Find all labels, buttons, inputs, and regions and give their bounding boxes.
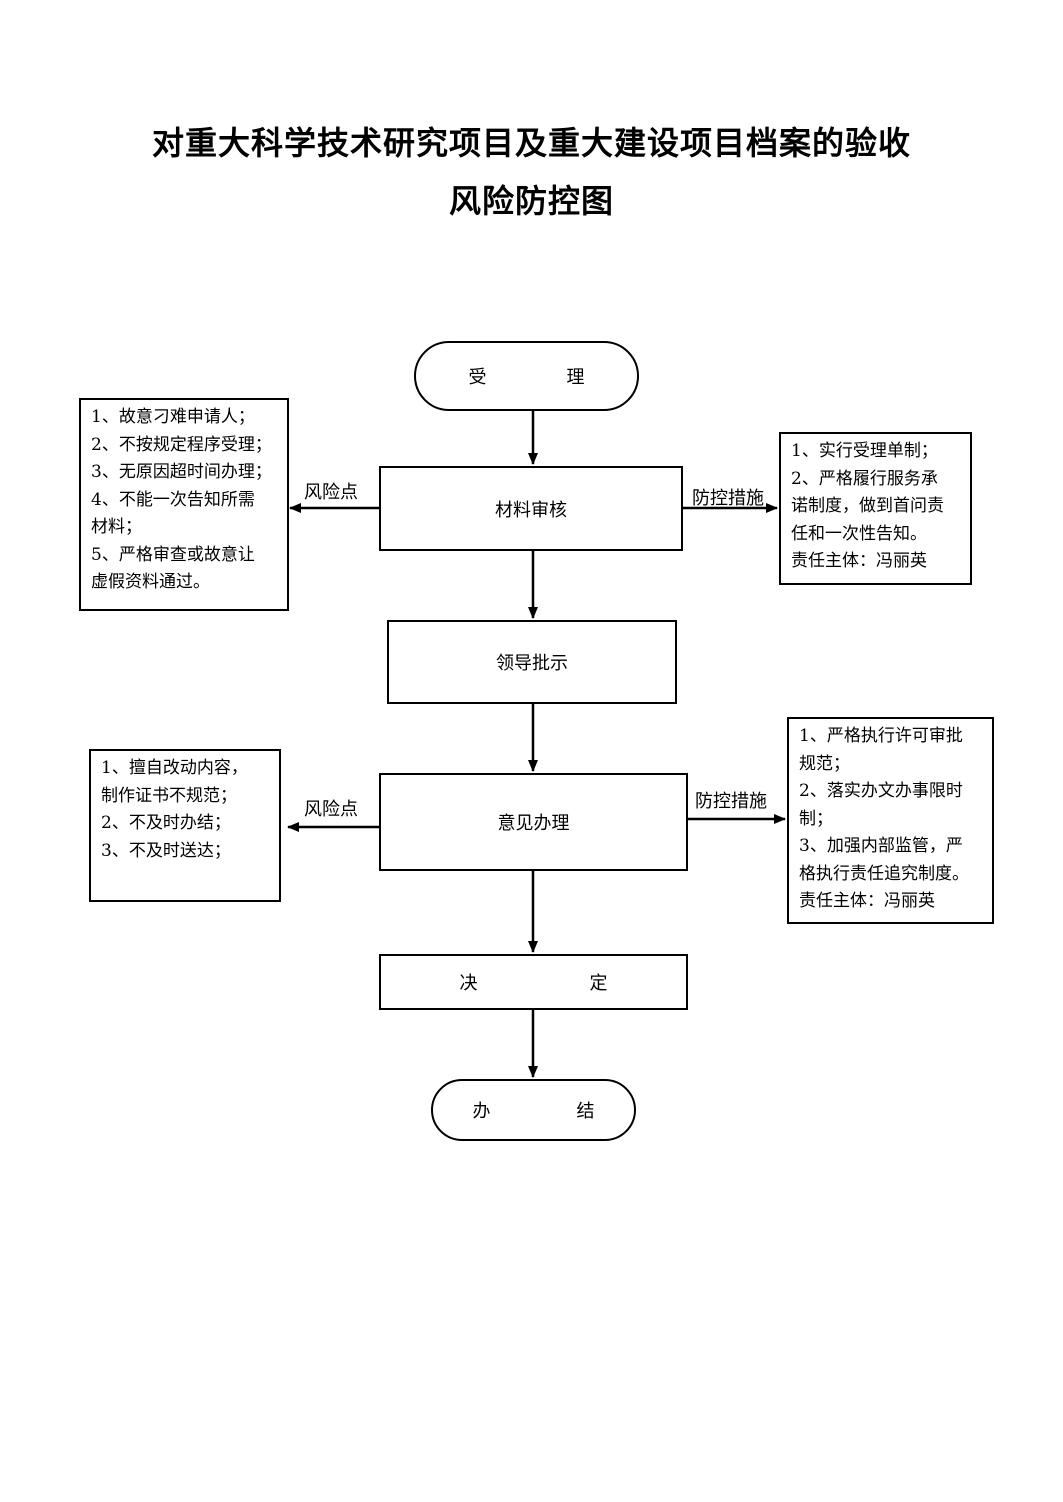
risk-box-1-line: 材料； bbox=[91, 517, 142, 537]
control-box-2-line: 责任主体：冯丽英 bbox=[799, 891, 935, 911]
node-decision: 决 定 bbox=[379, 954, 688, 1010]
risk-box-1-line: 虚假资料通过。 bbox=[91, 572, 210, 592]
node-start-char2: 理 bbox=[566, 367, 585, 388]
node-opinion-handling-label: 意见办理 bbox=[497, 813, 570, 834]
control-box-2-line: 1、严格执行许可审批 bbox=[799, 726, 963, 746]
risk-box-2: 1、擅自改动内容， 制作证书不规范； 2、不及时办结； 3、不及时送达； bbox=[89, 749, 281, 902]
node-decision-char1: 决 bbox=[459, 973, 478, 994]
control-box-1-line: 任和一次性告知。 bbox=[791, 523, 927, 544]
label-risk-point-1: 风险点 bbox=[304, 482, 358, 503]
risk-box-1-line: 4、不能一次告知所需 bbox=[91, 489, 255, 510]
control-box-2-line: 2、落实办文办事限时 bbox=[799, 781, 963, 801]
node-material-review-label: 材料审核 bbox=[495, 499, 567, 521]
risk-box-2-line: 3、不及时送达； bbox=[101, 840, 231, 861]
node-decision-char2: 定 bbox=[589, 973, 608, 994]
control-box-2-line: 格执行责任追究制度。 bbox=[799, 863, 969, 884]
label-risk-point-2: 风险点 bbox=[304, 799, 358, 820]
risk-box-2-line: 1、擅自改动内容， bbox=[101, 758, 248, 778]
node-leader-approval-label: 领导批示 bbox=[496, 653, 568, 674]
node-end-char1: 办 bbox=[472, 1101, 491, 1122]
node-end: 办 结 bbox=[431, 1079, 636, 1141]
risk-box-1-line: 1、故意刁难申请人； bbox=[91, 407, 255, 427]
control-box-1-line: 责任主体：冯丽英 bbox=[791, 551, 927, 571]
control-box-1-line: 诺制度，做到首问责 bbox=[791, 496, 944, 516]
node-end-char2: 结 bbox=[576, 1101, 595, 1122]
label-control-measure-2: 防控措施 bbox=[695, 791, 767, 812]
node-material-review: 材料审核 bbox=[379, 466, 683, 551]
node-start: 受 理 bbox=[414, 341, 639, 411]
risk-box-2-line: 制作证书不规范； bbox=[101, 785, 237, 806]
node-start-char1: 受 bbox=[468, 367, 487, 388]
node-opinion-handling: 意见办理 bbox=[379, 773, 688, 871]
control-box-2-line: 3、加强内部监管，严 bbox=[799, 836, 963, 856]
risk-box-1-line: 5、严格审查或故意让 bbox=[91, 544, 255, 565]
label-control-measure-1: 防控措施 bbox=[692, 488, 764, 509]
node-leader-approval: 领导批示 bbox=[387, 620, 677, 704]
control-box-1-line: 2、严格履行服务承 bbox=[791, 468, 938, 489]
control-box-1-line: 1、实行受理单制； bbox=[791, 441, 938, 461]
page-subtitle: 风险防控图 bbox=[448, 182, 614, 220]
risk-box-1: 1、故意刁难申请人； 2、不按规定程序受理； 3、无原因超时间办理； 4、不能一… bbox=[79, 398, 289, 611]
risk-box-2-line: 2、不及时办结； bbox=[101, 813, 231, 833]
risk-box-1-line: 3、无原因超时间办理； bbox=[91, 462, 272, 482]
control-box-2: 1、严格执行许可审批 规范； 2、落实办文办事限时 制； 3、加强内部监管，严 … bbox=[787, 717, 994, 924]
control-box-1: 1、实行受理单制； 2、严格履行服务承 诺制度，做到首问责 任和一次性告知。 责… bbox=[779, 432, 972, 585]
control-box-2-line: 制； bbox=[799, 808, 833, 829]
risk-box-1-line: 2、不按规定程序受理； bbox=[91, 434, 272, 455]
control-box-2-line: 规范； bbox=[799, 753, 850, 774]
page-title: 对重大科学技术研究项目及重大建设项目档案的验收 bbox=[151, 124, 911, 162]
